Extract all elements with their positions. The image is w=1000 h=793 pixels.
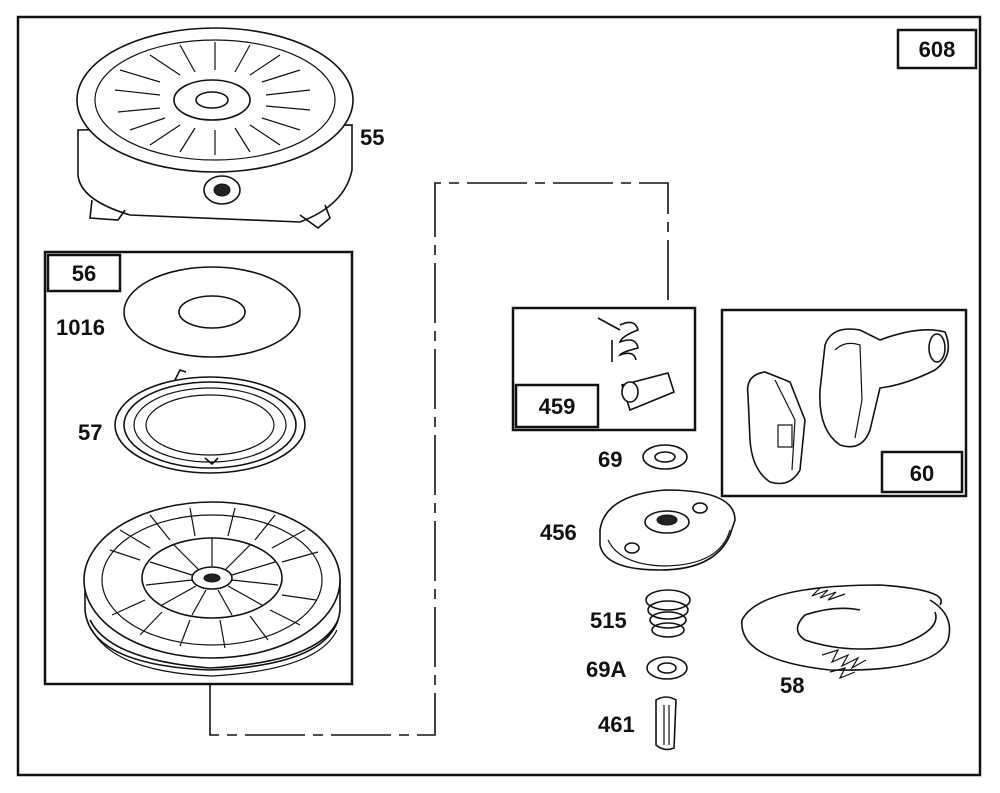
pin-461 — [655, 696, 677, 751]
label-box-459: 459 — [514, 383, 600, 429]
handle-insert — [746, 371, 806, 485]
label-box-56: 56 — [46, 253, 122, 293]
washer-plate — [123, 266, 301, 358]
label-1016: 1016 — [56, 315, 105, 340]
pawl — [620, 372, 675, 412]
starter-housing — [76, 27, 354, 230]
label-57: 57 — [78, 420, 102, 445]
rewind-spring — [114, 369, 306, 474]
label-69a: 69A — [586, 657, 626, 682]
retainer-456 — [599, 489, 736, 571]
handle-box — [720, 308, 968, 498]
pawl-kit-box — [511, 306, 697, 432]
starter-rope — [741, 584, 951, 680]
starter-pulley — [83, 501, 341, 677]
label-60: 60 — [910, 461, 934, 486]
label-69: 69 — [598, 447, 622, 472]
connector-line — [209, 182, 669, 736]
pawl-spring — [597, 317, 639, 362]
label-608: 608 — [919, 37, 956, 62]
outer-frame — [16, 15, 982, 777]
label-56: 56 — [72, 261, 96, 286]
washer-69a — [646, 656, 688, 680]
washer-69 — [642, 444, 688, 470]
label-box-608: 608 — [896, 28, 978, 70]
handle-grip — [819, 328, 950, 448]
label-459: 459 — [539, 394, 576, 419]
pulley-assembly-box — [43, 250, 354, 686]
label-55: 55 — [360, 125, 384, 150]
label-515: 515 — [590, 608, 627, 633]
label-456: 456 — [540, 520, 577, 545]
brake-spring-515 — [645, 589, 691, 638]
label-58: 58 — [780, 673, 804, 698]
label-461: 461 — [598, 712, 635, 737]
label-box-60: 60 — [880, 450, 964, 494]
